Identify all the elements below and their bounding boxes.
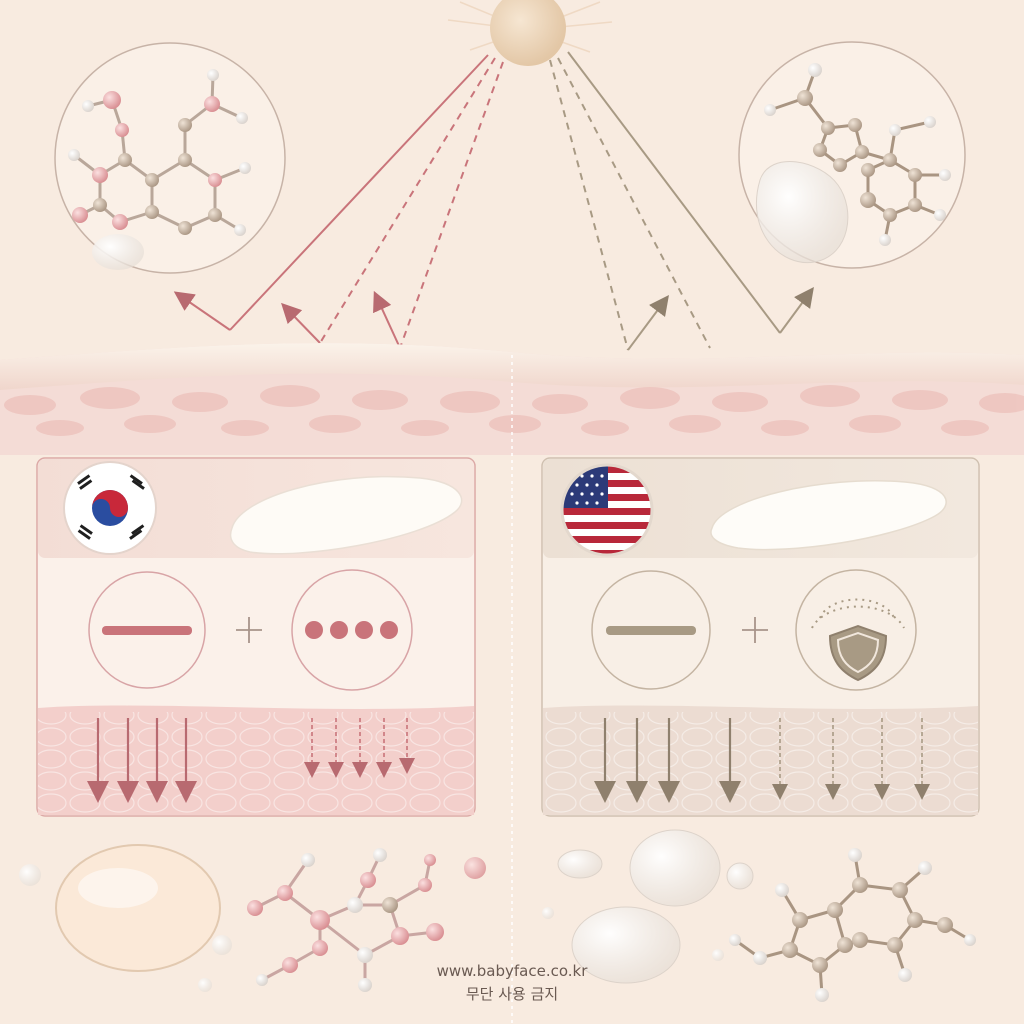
plus-icon: [236, 617, 262, 643]
sun-icon: [447, 0, 613, 66]
molecule-atoms: [764, 63, 951, 246]
droplet-icon: [92, 234, 144, 270]
ingredient-circle-b: [291, 569, 413, 691]
molecule-atoms: [68, 69, 251, 236]
shallow-penetration-arrows: [772, 718, 930, 800]
droplet-icon: [55, 844, 221, 972]
light-rays-right: [549, 51, 814, 351]
deep-penetration-arrows: [594, 718, 741, 803]
skin-cells: [4, 385, 1024, 436]
usa-panel: [541, 457, 980, 817]
minus-line-icon: [606, 626, 696, 635]
droplet-icon: [557, 849, 603, 879]
molecule-bubble-left: [54, 42, 286, 274]
ingredient-circle-a: [88, 571, 206, 689]
watermark-url: www.babyface.co.kr: [436, 962, 588, 980]
minus-line-icon: [102, 626, 192, 635]
bottom-decor-right: [542, 829, 976, 1002]
bottom-decor-left: [19, 844, 486, 992]
deep-penetration-arrows: [87, 718, 197, 803]
south-korea-flag: [63, 461, 157, 555]
cream-swatch-icon: [710, 480, 947, 551]
droplet-icon: [629, 829, 721, 907]
plus-icon: [742, 617, 768, 643]
cream-swatch-icon: [229, 475, 463, 555]
droplet-icon: [571, 906, 681, 984]
droplet-icon: [755, 161, 849, 264]
shield-icon: [811, 598, 905, 682]
korea-panel: [36, 457, 476, 817]
shallow-penetration-arrows: [304, 718, 415, 778]
watermark-note: 무단 사용 금지: [465, 985, 559, 1003]
molecule-atoms: [729, 848, 976, 1002]
molecule-bubble-right: [738, 41, 966, 269]
light-rays-left: [173, 54, 504, 349]
four-dots-icon: [305, 621, 398, 639]
ingredient-circle-a: [591, 570, 711, 690]
molecule-atoms: [247, 848, 444, 992]
ingredient-circle-b: [795, 569, 917, 691]
